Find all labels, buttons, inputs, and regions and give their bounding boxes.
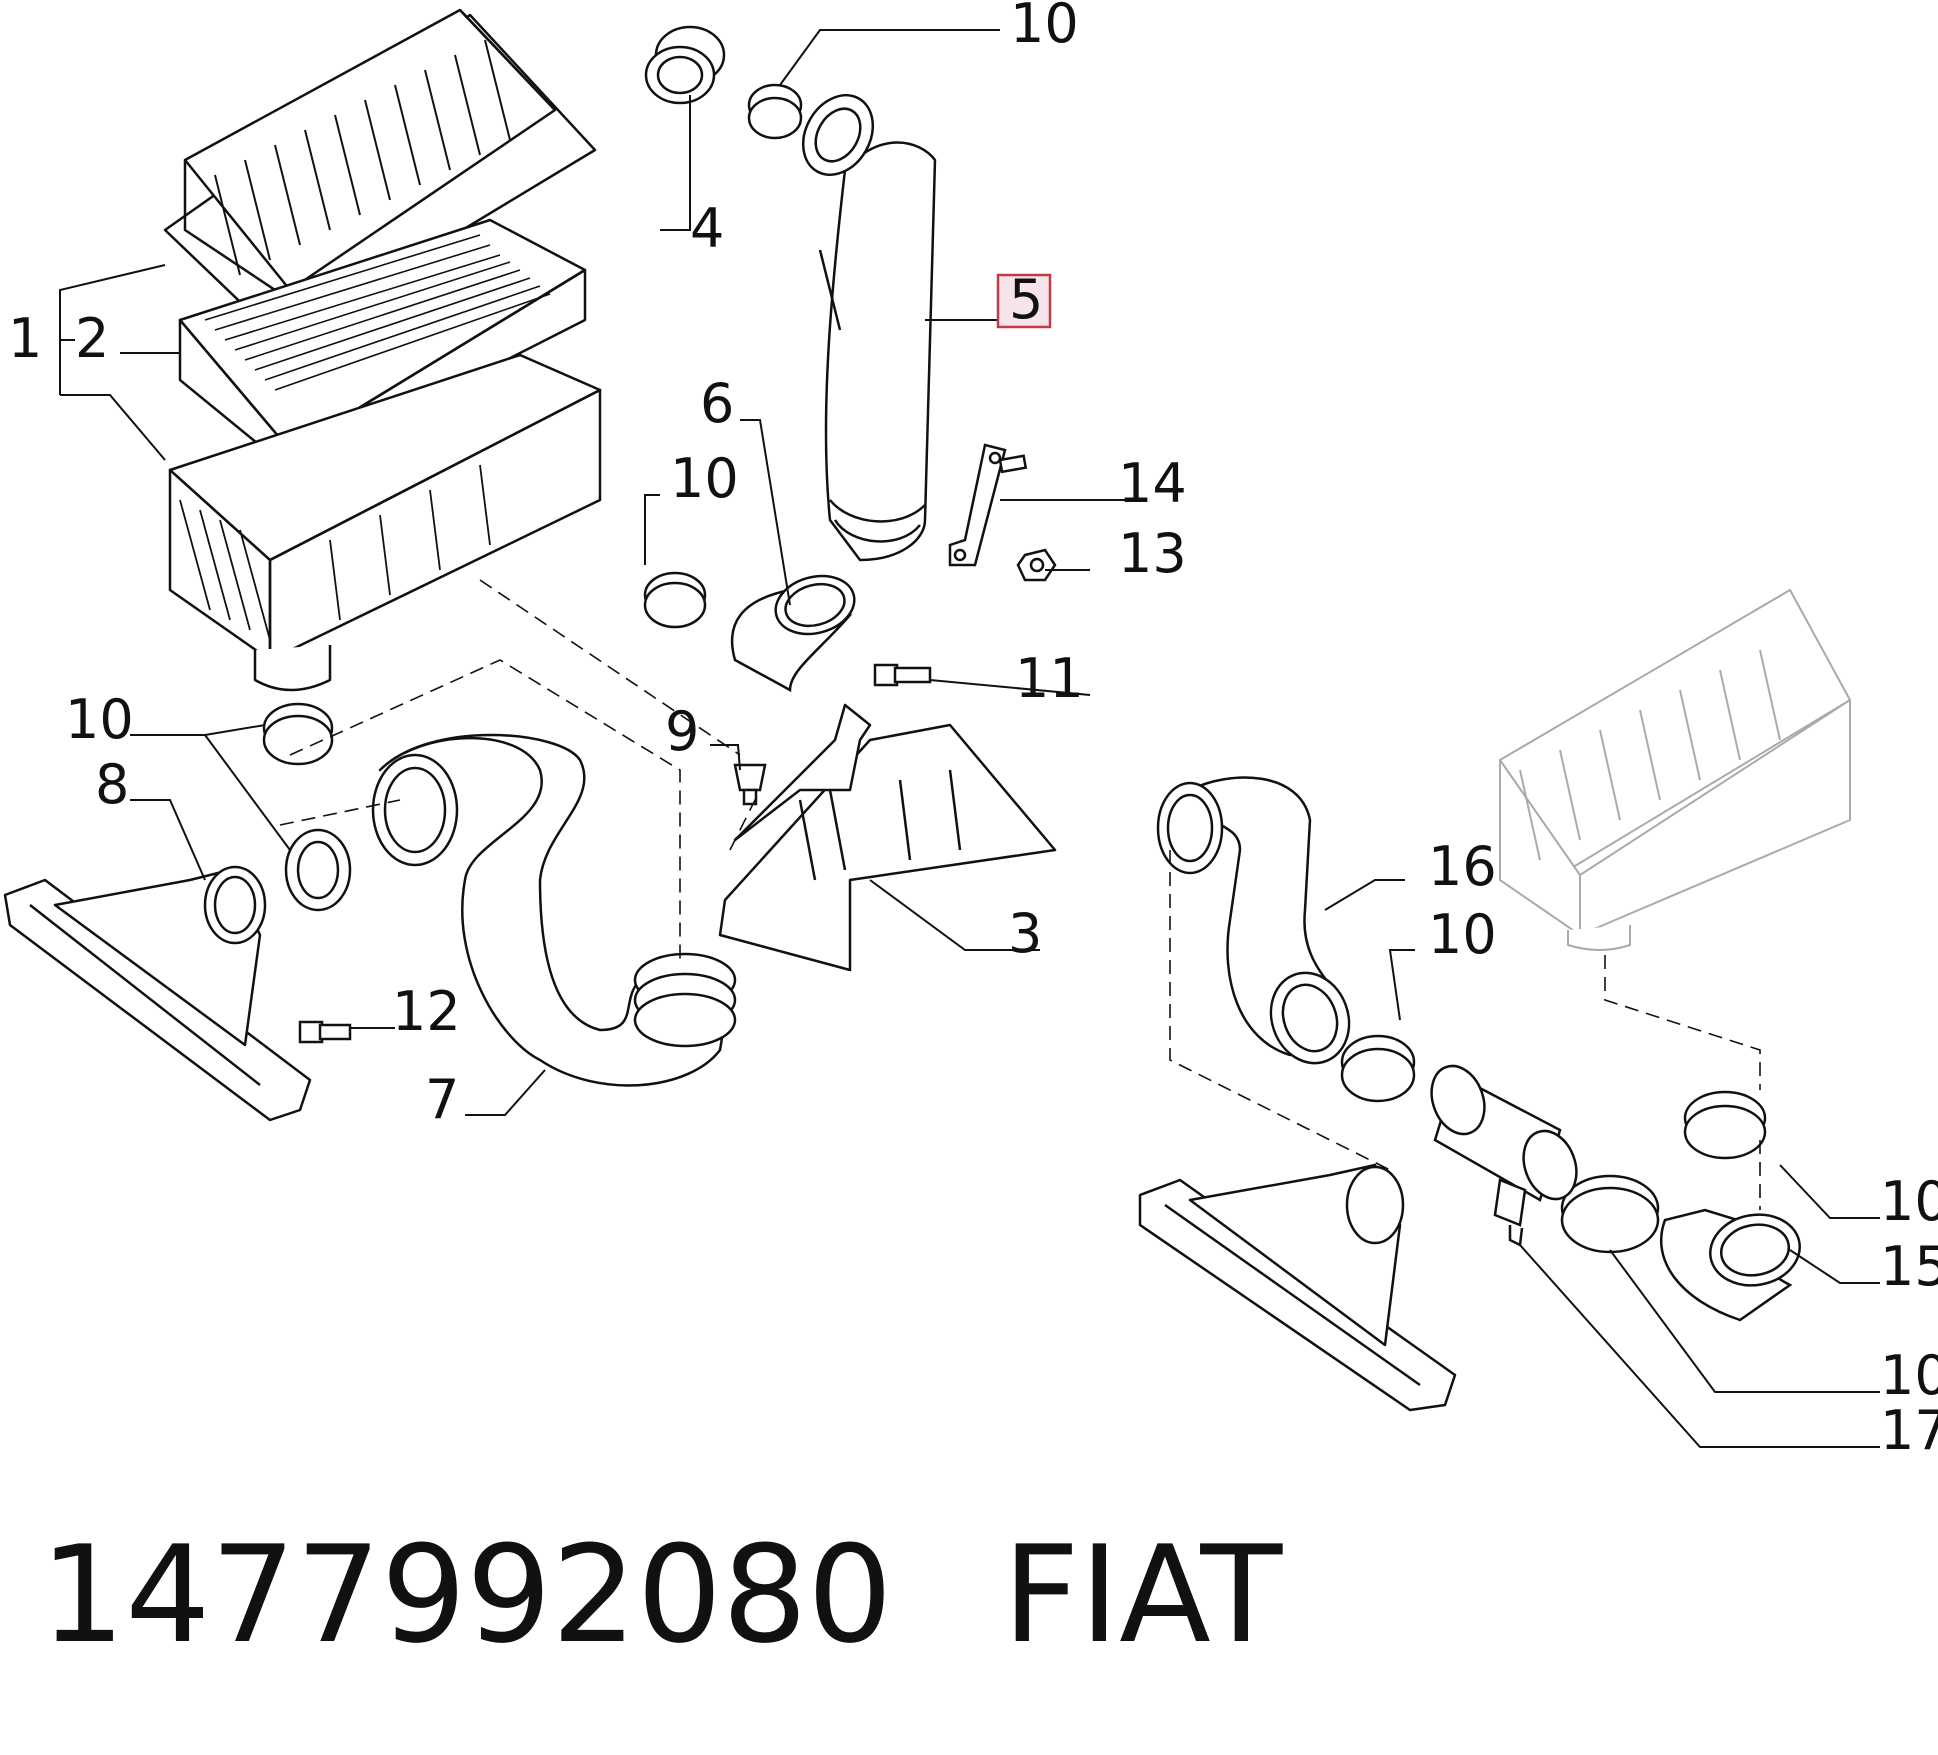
footer-caption: 1477992080 FIAT	[40, 1520, 1282, 1670]
label-14: 14	[1118, 452, 1187, 515]
label-16: 16	[1428, 835, 1497, 898]
hose-7	[371, 733, 737, 1087]
label-10: 10	[1880, 1170, 1938, 1233]
hose-16	[1156, 776, 1351, 1065]
label-2: 2	[75, 307, 109, 370]
label-10: 10	[65, 688, 134, 751]
label-3: 3	[1008, 902, 1042, 965]
air-filter-housing	[163, 8, 602, 692]
intake-duct-5	[801, 94, 937, 562]
highlight-box	[996, 273, 1052, 329]
elbow-6	[730, 574, 856, 693]
part-labels: 1 2 10 4 5 6 10 14 13 11 10 9 8 3 12 7 1…	[8, 0, 1938, 1462]
label-15: 15	[1880, 1235, 1938, 1298]
label-9: 9	[665, 700, 699, 763]
brand-name: FIAT	[1002, 1517, 1283, 1673]
label-11: 11	[1015, 647, 1084, 710]
nut-13	[1016, 548, 1057, 582]
bracket-14	[948, 443, 1028, 567]
label-4: 4	[690, 197, 724, 260]
label-5: 5	[1009, 268, 1043, 331]
label-12: 12	[392, 980, 461, 1043]
label-10: 10	[1010, 0, 1079, 55]
label-7: 7	[425, 1068, 459, 1131]
intake-funnel-8	[3, 865, 312, 1122]
airflow-sensor-17	[1430, 1064, 1578, 1247]
clip-9	[733, 763, 767, 806]
assembly-lines	[279, 579, 1761, 1210]
air-filter-housing-faded	[1499, 589, 1851, 951]
bolt-12	[298, 1020, 352, 1044]
intake-funnel-right	[1138, 1163, 1457, 1412]
part-code: 1477992080	[40, 1517, 893, 1673]
bolt-11	[873, 663, 932, 687]
label-6: 6	[700, 372, 734, 435]
elbow-15	[1659, 1208, 1801, 1322]
label-10: 10	[1428, 903, 1497, 966]
label-10: 10	[1880, 1344, 1938, 1407]
mounting-tray-3	[718, 703, 1057, 972]
label-13: 13	[1118, 522, 1187, 585]
label-17: 17	[1880, 1399, 1938, 1462]
label-8: 8	[95, 753, 129, 816]
leader-lines	[59, 29, 1880, 1448]
label-1: 1	[8, 307, 42, 370]
label-10: 10	[670, 447, 739, 510]
collar-4	[644, 25, 726, 105]
